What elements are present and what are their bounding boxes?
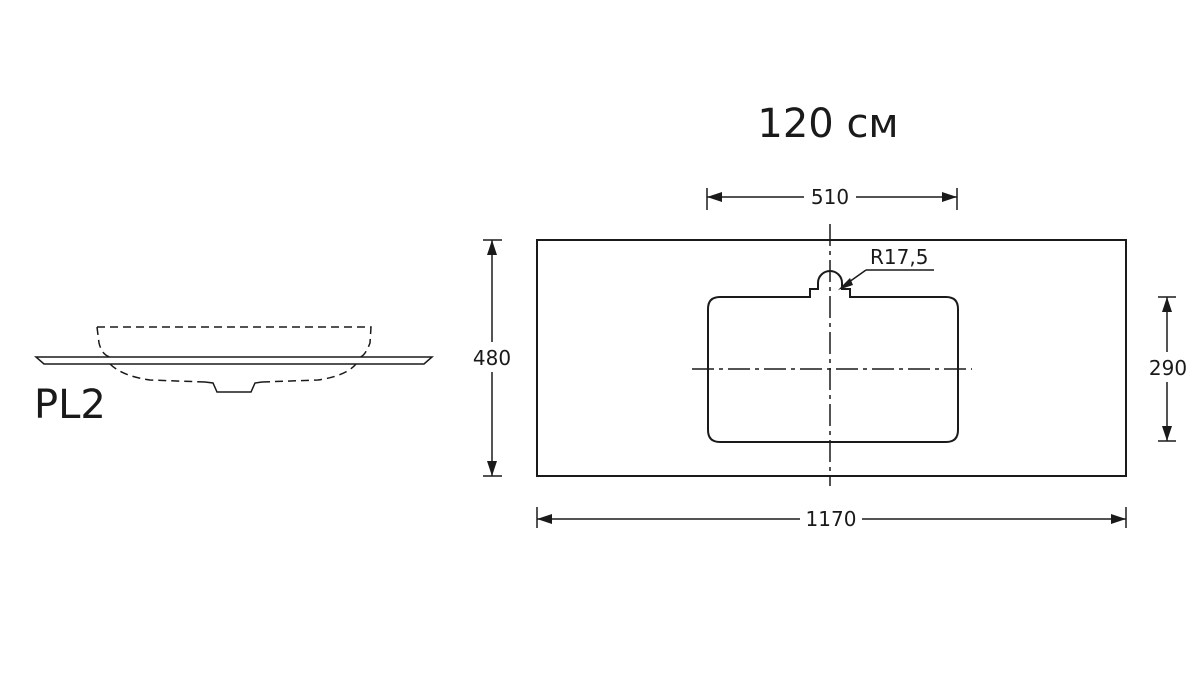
- drain-radius-label: R17,5: [870, 245, 928, 269]
- basin-width-label: 510: [811, 185, 849, 209]
- drain-radius-callout: R17,5: [838, 245, 934, 290]
- top-view: R17,5 510 1170: [473, 185, 1187, 531]
- dim-1170-arrow-left: [537, 514, 552, 524]
- dim-480-arrow-top: [487, 240, 497, 255]
- drawing-title: 120 см: [757, 101, 898, 147]
- countertop-outline: [536, 239, 1127, 477]
- dimension-basin-depth: 290: [1149, 296, 1187, 442]
- dimension-basin-width: 510: [706, 185, 958, 210]
- side-basin-top: [97, 326, 372, 358]
- dim-510-arrow-left: [707, 192, 722, 202]
- side-drain: [204, 381, 263, 393]
- radius-arrowhead: [838, 278, 853, 290]
- model-code: PL2: [34, 382, 106, 428]
- total-depth-label: 480: [473, 346, 511, 370]
- dimension-total-depth: 480: [473, 239, 511, 477]
- side-basin-left-wall: [96, 326, 111, 358]
- basin-outline: [707, 270, 959, 443]
- side-slab: [34, 356, 434, 365]
- side-basin-bowl: [109, 363, 357, 383]
- dimension-total-width: 1170: [536, 507, 1127, 531]
- dim-290-arrow-top: [1162, 297, 1172, 312]
- dim-1170-arrow-right: [1111, 514, 1126, 524]
- dim-480-arrow-bottom: [487, 461, 497, 476]
- side-view: PL2: [34, 326, 434, 428]
- dim-290-arrow-bottom: [1162, 426, 1172, 441]
- dim-510-arrow-right: [942, 192, 957, 202]
- total-width-label: 1170: [806, 507, 857, 531]
- basin-depth-label: 290: [1149, 356, 1187, 380]
